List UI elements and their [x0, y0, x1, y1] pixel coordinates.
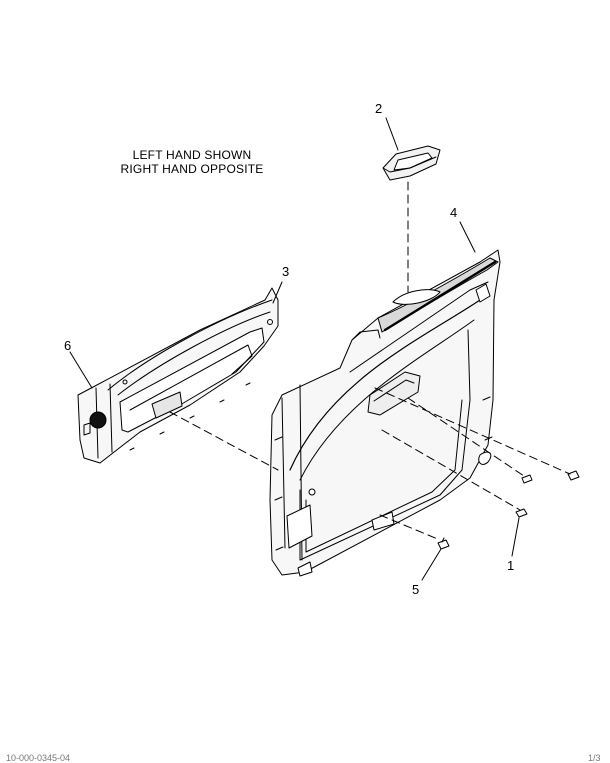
armrest-trim — [77, 287, 279, 464]
door-trim-panel — [269, 249, 501, 577]
switch-bezel — [382, 145, 441, 181]
speaker-trim — [83, 422, 91, 436]
orientation-note: LEFT HAND SHOWN RIGHT HAND OPPOSITE — [108, 148, 276, 176]
footer-page: 1/3 — [588, 753, 601, 763]
callout-6: 6 — [64, 338, 71, 353]
callout-4: 4 — [450, 205, 457, 220]
callout-2: 2 — [375, 101, 382, 116]
assembly-lines — [169, 181, 571, 541]
screw-fasteners — [515, 470, 580, 518]
orientation-note-line-1: LEFT HAND SHOWN — [132, 148, 252, 162]
callout-1: 1 — [507, 558, 514, 573]
orientation-note-line-2: RIGHT HAND OPPOSITE — [120, 162, 264, 176]
callout-5: 5 — [412, 582, 419, 597]
callout-3: 3 — [282, 264, 289, 279]
footer-reference: 10-000-0345-04 — [6, 753, 71, 763]
retainer-clip — [437, 537, 450, 550]
callout-leaders — [69, 117, 520, 581]
